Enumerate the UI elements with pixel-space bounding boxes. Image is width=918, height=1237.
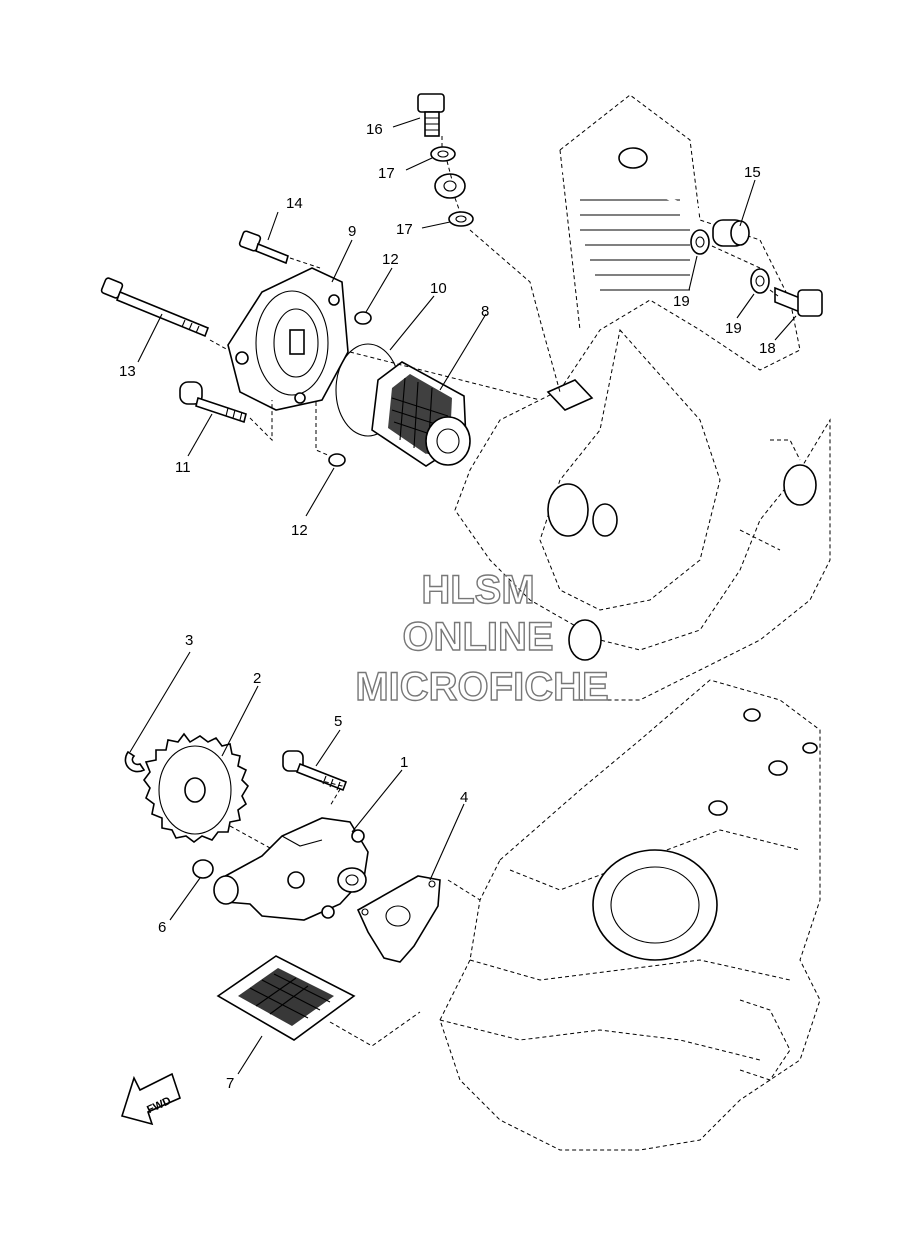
bolt-5: [282, 750, 348, 792]
label-17-lower: 17: [396, 221, 413, 238]
label-5: 5: [334, 713, 342, 730]
oil-filter-cover: [227, 267, 349, 411]
oil-strainer: [216, 955, 356, 1041]
union-bolt: [417, 93, 445, 137]
label-18: 18: [759, 340, 776, 357]
bolt-11: [179, 381, 247, 424]
part-labels: 1 2 3 4 5 6 7 8 9 10 11 12 12 13 14 15 1…: [119, 121, 776, 1092]
bolt-14: [238, 230, 289, 265]
dowel-pin: [192, 859, 214, 879]
oil-pump-gear: [143, 732, 250, 843]
label-19-right: 19: [725, 320, 742, 337]
washer-19b: [750, 268, 770, 294]
watermark-line2: ONLINE: [402, 615, 553, 659]
lower-crankcase: [439, 679, 821, 1151]
label-8: 8: [481, 303, 489, 320]
oil-delivery-pipe: [434, 163, 750, 247]
label-17-upper: 17: [378, 165, 395, 182]
label-6: 6: [158, 919, 166, 936]
watermark-line1: HLSM: [421, 568, 534, 612]
label-15: 15: [744, 164, 761, 181]
label-4: 4: [460, 789, 468, 806]
label-12-lower: 12: [291, 522, 308, 539]
forward-arrow: FWD: [120, 1072, 181, 1126]
reference-lines: [209, 136, 779, 1047]
oil-filter-element: [371, 361, 471, 467]
bolt-13: [100, 277, 210, 338]
leader-lines: [129, 117, 797, 1075]
label-7: 7: [226, 1075, 234, 1092]
o-ring-12a: [354, 311, 372, 325]
union-bolt-18: [774, 286, 823, 317]
watermark-line3: MICROFICHE: [355, 665, 608, 709]
circlip: [124, 750, 146, 773]
washer-lower: [448, 211, 474, 227]
upper-crankcase: [454, 94, 831, 701]
label-19-left: 19: [673, 293, 690, 310]
label-2: 2: [253, 670, 261, 687]
washer-upper: [430, 146, 456, 162]
label-14: 14: [286, 195, 303, 212]
label-12-upper: 12: [382, 251, 399, 268]
label-11: 11: [175, 459, 191, 476]
o-ring-12b: [328, 453, 346, 467]
washer-19a: [690, 229, 710, 255]
label-1: 1: [400, 754, 408, 771]
oil-pump-assembly: [213, 817, 369, 921]
label-10: 10: [430, 280, 447, 297]
label-9: 9: [348, 223, 356, 240]
label-16: 16: [366, 121, 383, 138]
oil-pump-gasket: [356, 875, 441, 963]
label-13: 13: [119, 363, 136, 380]
watermark: HLSM ONLINE MICROFICHE: [355, 567, 610, 709]
label-3: 3: [185, 632, 193, 649]
